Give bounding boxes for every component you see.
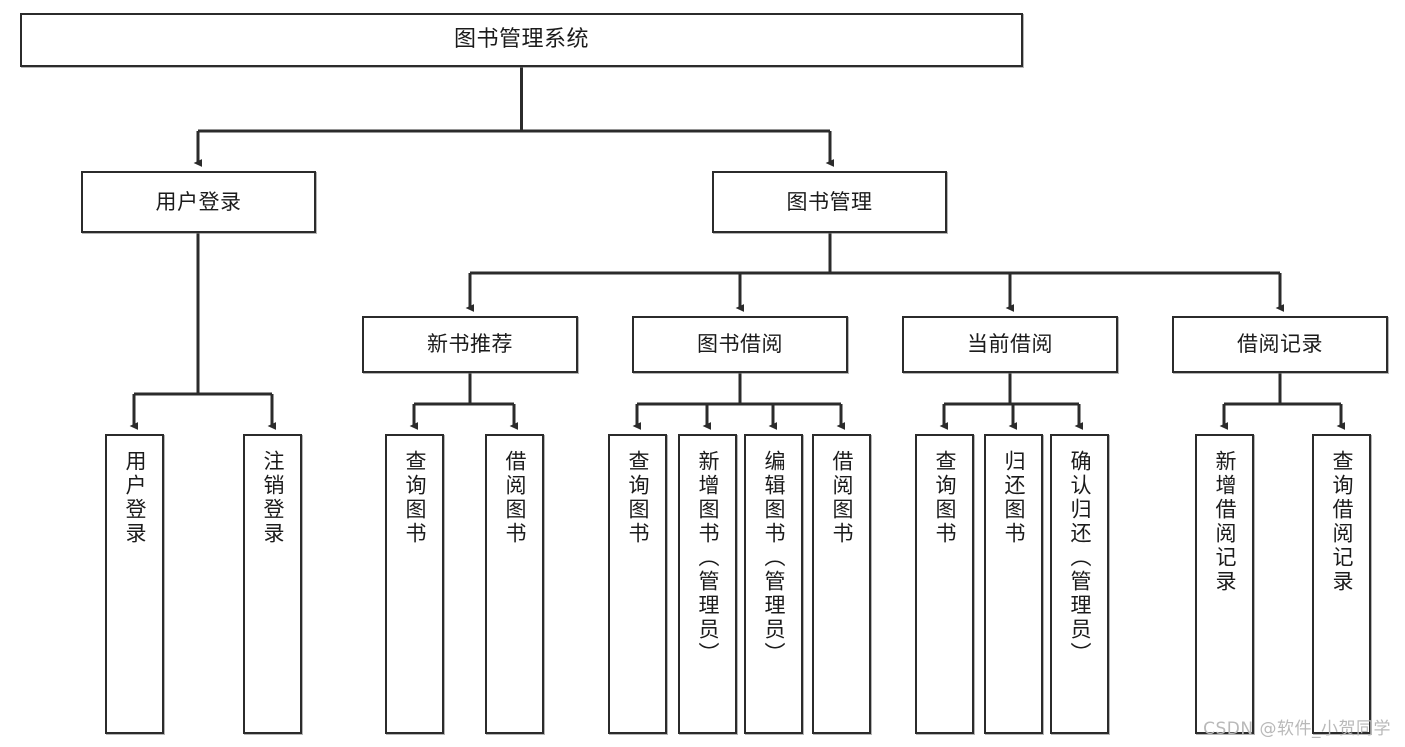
node-label: 图书管理系统 — [453, 26, 589, 52]
node-label: 借阅图书 — [830, 450, 854, 546]
node-label: 新书推荐 — [427, 332, 513, 357]
leaf-borrow-query-book[interactable]: 查询图书 — [608, 434, 667, 734]
leaf-current-confirm-return-admin[interactable]: 确认归还（管理员） — [1050, 434, 1109, 734]
leaf-user-login-signout[interactable]: 注销登录 — [243, 434, 302, 734]
node-label: 借阅图书 — [503, 450, 527, 546]
node-label: 注销登录 — [261, 450, 285, 546]
node-current-borrow[interactable]: 当前借阅 — [902, 316, 1118, 373]
node-label: 编辑图书（管理员） — [762, 450, 786, 666]
node-borrow-record[interactable]: 借阅记录 — [1172, 316, 1388, 373]
node-label: 查询借阅记录 — [1330, 450, 1354, 594]
leaf-borrow-borrow-book[interactable]: 借阅图书 — [812, 434, 871, 734]
node-label: 新增图书（管理员） — [696, 450, 720, 666]
node-label: 新增借阅记录 — [1213, 450, 1237, 594]
leaf-borrow-add-book-admin[interactable]: 新增图书（管理员） — [678, 434, 737, 734]
node-label: 借阅记录 — [1237, 332, 1323, 357]
node-user-login[interactable]: 用户登录 — [81, 171, 316, 233]
leaf-record-query[interactable]: 查询借阅记录 — [1312, 434, 1371, 734]
csdn-watermark: CSDN @软件_小贺同学 — [1203, 719, 1391, 739]
node-label: 查询图书 — [626, 450, 650, 546]
node-label: 当前借阅 — [967, 332, 1053, 357]
leaf-new-book-borrow[interactable]: 借阅图书 — [485, 434, 544, 734]
node-label: 图书借阅 — [697, 332, 783, 357]
node-book-borrow[interactable]: 图书借阅 — [632, 316, 848, 373]
node-label: 查询图书 — [403, 450, 427, 546]
leaf-user-login-signin[interactable]: 用户登录 — [105, 434, 164, 734]
leaf-new-book-query[interactable]: 查询图书 — [385, 434, 444, 734]
node-label: 查询图书 — [933, 450, 957, 546]
leaf-record-add[interactable]: 新增借阅记录 — [1195, 434, 1254, 734]
node-label: 归还图书 — [1002, 450, 1026, 546]
node-label: 图书管理 — [786, 189, 873, 214]
node-label: 用户登录 — [155, 189, 242, 214]
node-root-system[interactable]: 图书管理系统 — [20, 13, 1023, 67]
node-label: 用户登录 — [123, 450, 147, 546]
leaf-borrow-edit-book-admin[interactable]: 编辑图书（管理员） — [744, 434, 803, 734]
node-book-management[interactable]: 图书管理 — [712, 171, 947, 233]
node-new-book-recommend[interactable]: 新书推荐 — [362, 316, 578, 373]
node-label: 确认归还（管理员） — [1068, 450, 1092, 666]
leaf-current-query-book[interactable]: 查询图书 — [915, 434, 974, 734]
leaf-current-return-book[interactable]: 归还图书 — [984, 434, 1043, 734]
